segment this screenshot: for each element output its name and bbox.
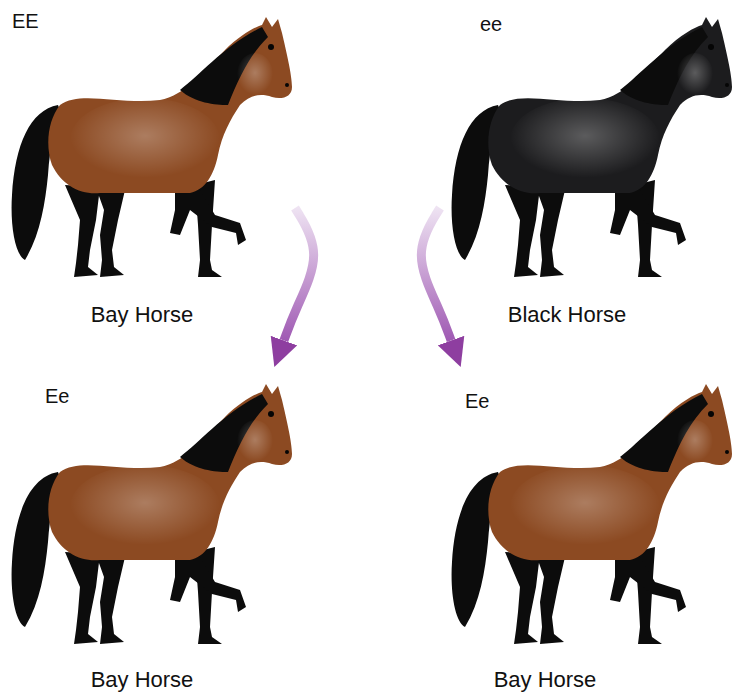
- bay-horse-figure: [452, 384, 732, 644]
- cross-arrow: [421, 208, 451, 341]
- horse-panel: eeBlack Horse: [440, 8, 730, 333]
- phenotype-caption: Bay Horse: [91, 302, 194, 327]
- horse-panel: EE Bay Horse: [5, 8, 295, 333]
- genotype-label: EE: [12, 10, 39, 33]
- phenotype-caption: Bay Horse: [494, 667, 597, 692]
- genotype-label: ee: [480, 13, 502, 36]
- phenotype-caption: Black Horse: [508, 302, 627, 327]
- black-horse-figure: [452, 17, 732, 277]
- phenotype-caption: Bay Horse: [91, 667, 194, 692]
- genotype-label: Ee: [465, 390, 489, 413]
- cross-arrow: [284, 208, 314, 341]
- genotype-label: Ee: [45, 385, 69, 408]
- horse-panel: EeBay Horse: [440, 365, 730, 695]
- bay-horse-figure: [12, 17, 292, 277]
- horse-panel: EeBay Horse: [5, 365, 295, 695]
- bay-horse-figure: [12, 384, 292, 644]
